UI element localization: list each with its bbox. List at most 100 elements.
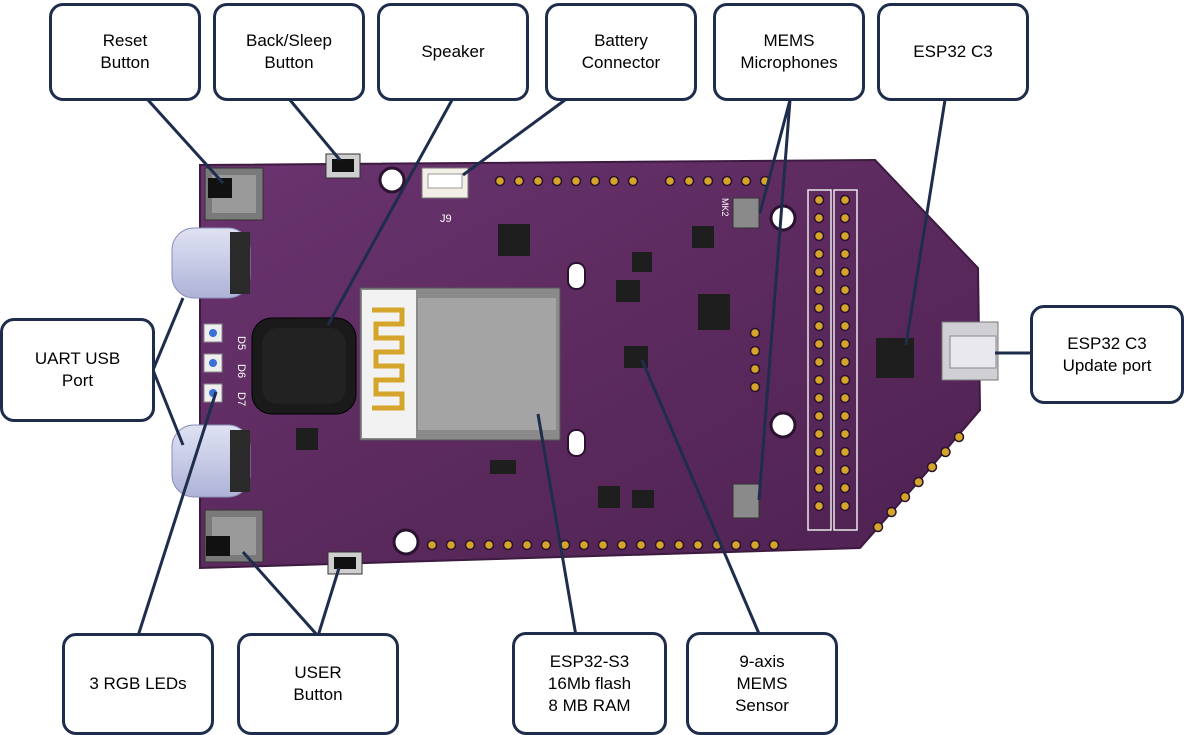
pin-pad xyxy=(521,539,533,551)
callout-text-line: Sensor xyxy=(735,695,789,715)
callout-text-line: Button xyxy=(264,53,314,72)
pin-pad xyxy=(597,539,609,551)
pin-pad xyxy=(839,500,851,512)
silk-mk2: MK2 xyxy=(720,198,730,217)
callout-text-line: Connector xyxy=(581,53,661,72)
pin-pad xyxy=(532,175,544,187)
callout-text-line: 3 RGB LEDs xyxy=(89,674,187,693)
pin-pad xyxy=(749,345,761,357)
callout-text-line: Button xyxy=(100,53,150,72)
pin-pad xyxy=(839,248,851,260)
pin-pad xyxy=(813,194,825,206)
callout-text-line: MEMS xyxy=(763,31,815,50)
pin-pad xyxy=(839,194,851,206)
pin-pad xyxy=(589,175,601,187)
pin-pad xyxy=(749,327,761,339)
callout-text-line: 8 MB RAM xyxy=(548,695,631,715)
pin-pad xyxy=(872,521,884,533)
callout-text-line: Microphones xyxy=(740,53,838,72)
pins xyxy=(426,175,965,551)
callout-text-line: 16Mb flash xyxy=(547,673,632,693)
pin-pad xyxy=(839,212,851,224)
callout-uart-usb-port: UART USB Port xyxy=(0,318,155,422)
pin-pad xyxy=(839,482,851,494)
pin-pad xyxy=(692,539,704,551)
callout-esp32-c3: ESP32 C3 xyxy=(877,3,1029,101)
slots xyxy=(567,262,586,457)
silk-j9: J9 xyxy=(440,213,452,225)
pin-pad xyxy=(839,392,851,404)
mems-mics xyxy=(732,197,760,519)
silk-d5: D5 xyxy=(235,336,247,350)
pin-pad xyxy=(839,446,851,458)
pin-pad xyxy=(740,175,752,187)
pin-pad xyxy=(813,266,825,278)
pin-pad xyxy=(813,446,825,458)
pcb-board xyxy=(199,158,982,570)
pin-pad xyxy=(683,175,695,187)
callout-text-line: Port xyxy=(61,371,94,390)
callout-text-line: ESP32 C3 xyxy=(913,42,993,61)
callout-rgb-leds: 3 RGB LEDs xyxy=(62,633,214,735)
usb-c-uart xyxy=(171,227,251,299)
pin-headers xyxy=(807,189,858,531)
ics xyxy=(296,224,914,508)
pin-pad xyxy=(813,284,825,296)
usb-c-second xyxy=(171,424,251,498)
pin-pad xyxy=(483,539,495,551)
pin-pad xyxy=(839,374,851,386)
pin-pad xyxy=(749,381,761,393)
pin-pad xyxy=(540,539,552,551)
pin-pad xyxy=(813,230,825,242)
pin-pad xyxy=(839,320,851,332)
pin-pad xyxy=(813,410,825,422)
user-switch xyxy=(204,509,264,563)
silk-d6: D6 xyxy=(235,364,247,378)
callout-mems-microphones: MEMS Microphones xyxy=(713,3,865,101)
pin-pad xyxy=(673,539,685,551)
pin-pad xyxy=(426,539,438,551)
pin-pad xyxy=(513,175,525,187)
pin-pad xyxy=(749,539,761,551)
pin-pad xyxy=(464,539,476,551)
back-sleep-switch xyxy=(325,153,361,179)
pin-pad xyxy=(839,230,851,242)
pin-pad xyxy=(839,464,851,476)
pin-pad xyxy=(839,284,851,296)
callout-text-line: Back/Sleep xyxy=(246,31,332,50)
pin-pad xyxy=(813,482,825,494)
callout-text-line: 9-axis xyxy=(739,651,785,671)
pin-pad xyxy=(813,212,825,224)
rgb-leds xyxy=(203,323,223,403)
micro-usb xyxy=(941,321,999,381)
callout-speaker: Speaker xyxy=(377,3,529,101)
callout-text-line: USER xyxy=(294,663,342,682)
callout-text-line: Speaker xyxy=(421,42,485,61)
pin-pad xyxy=(768,539,780,551)
speaker xyxy=(251,317,357,415)
pin-pad xyxy=(839,266,851,278)
pin-pad xyxy=(730,539,742,551)
pin-pad xyxy=(913,476,924,488)
pin-pad xyxy=(813,428,825,440)
callout-text-line: UART USB xyxy=(34,349,121,368)
callout-text-line: Update port xyxy=(1062,355,1152,375)
pin-pad xyxy=(654,539,666,551)
pin-pad xyxy=(813,392,825,404)
pin-pad xyxy=(886,506,897,518)
pin-pad xyxy=(494,175,506,187)
pin-pad xyxy=(839,428,851,440)
pin-pad xyxy=(813,302,825,314)
callout-text-line: Battery xyxy=(594,31,648,50)
leader-lines xyxy=(136,98,1033,637)
pin-pad xyxy=(721,175,733,187)
pin-pad xyxy=(578,539,590,551)
callout-text-line: ESP32 C3 xyxy=(1067,333,1147,353)
pin-pad xyxy=(445,539,457,551)
pin-pad xyxy=(813,356,825,368)
